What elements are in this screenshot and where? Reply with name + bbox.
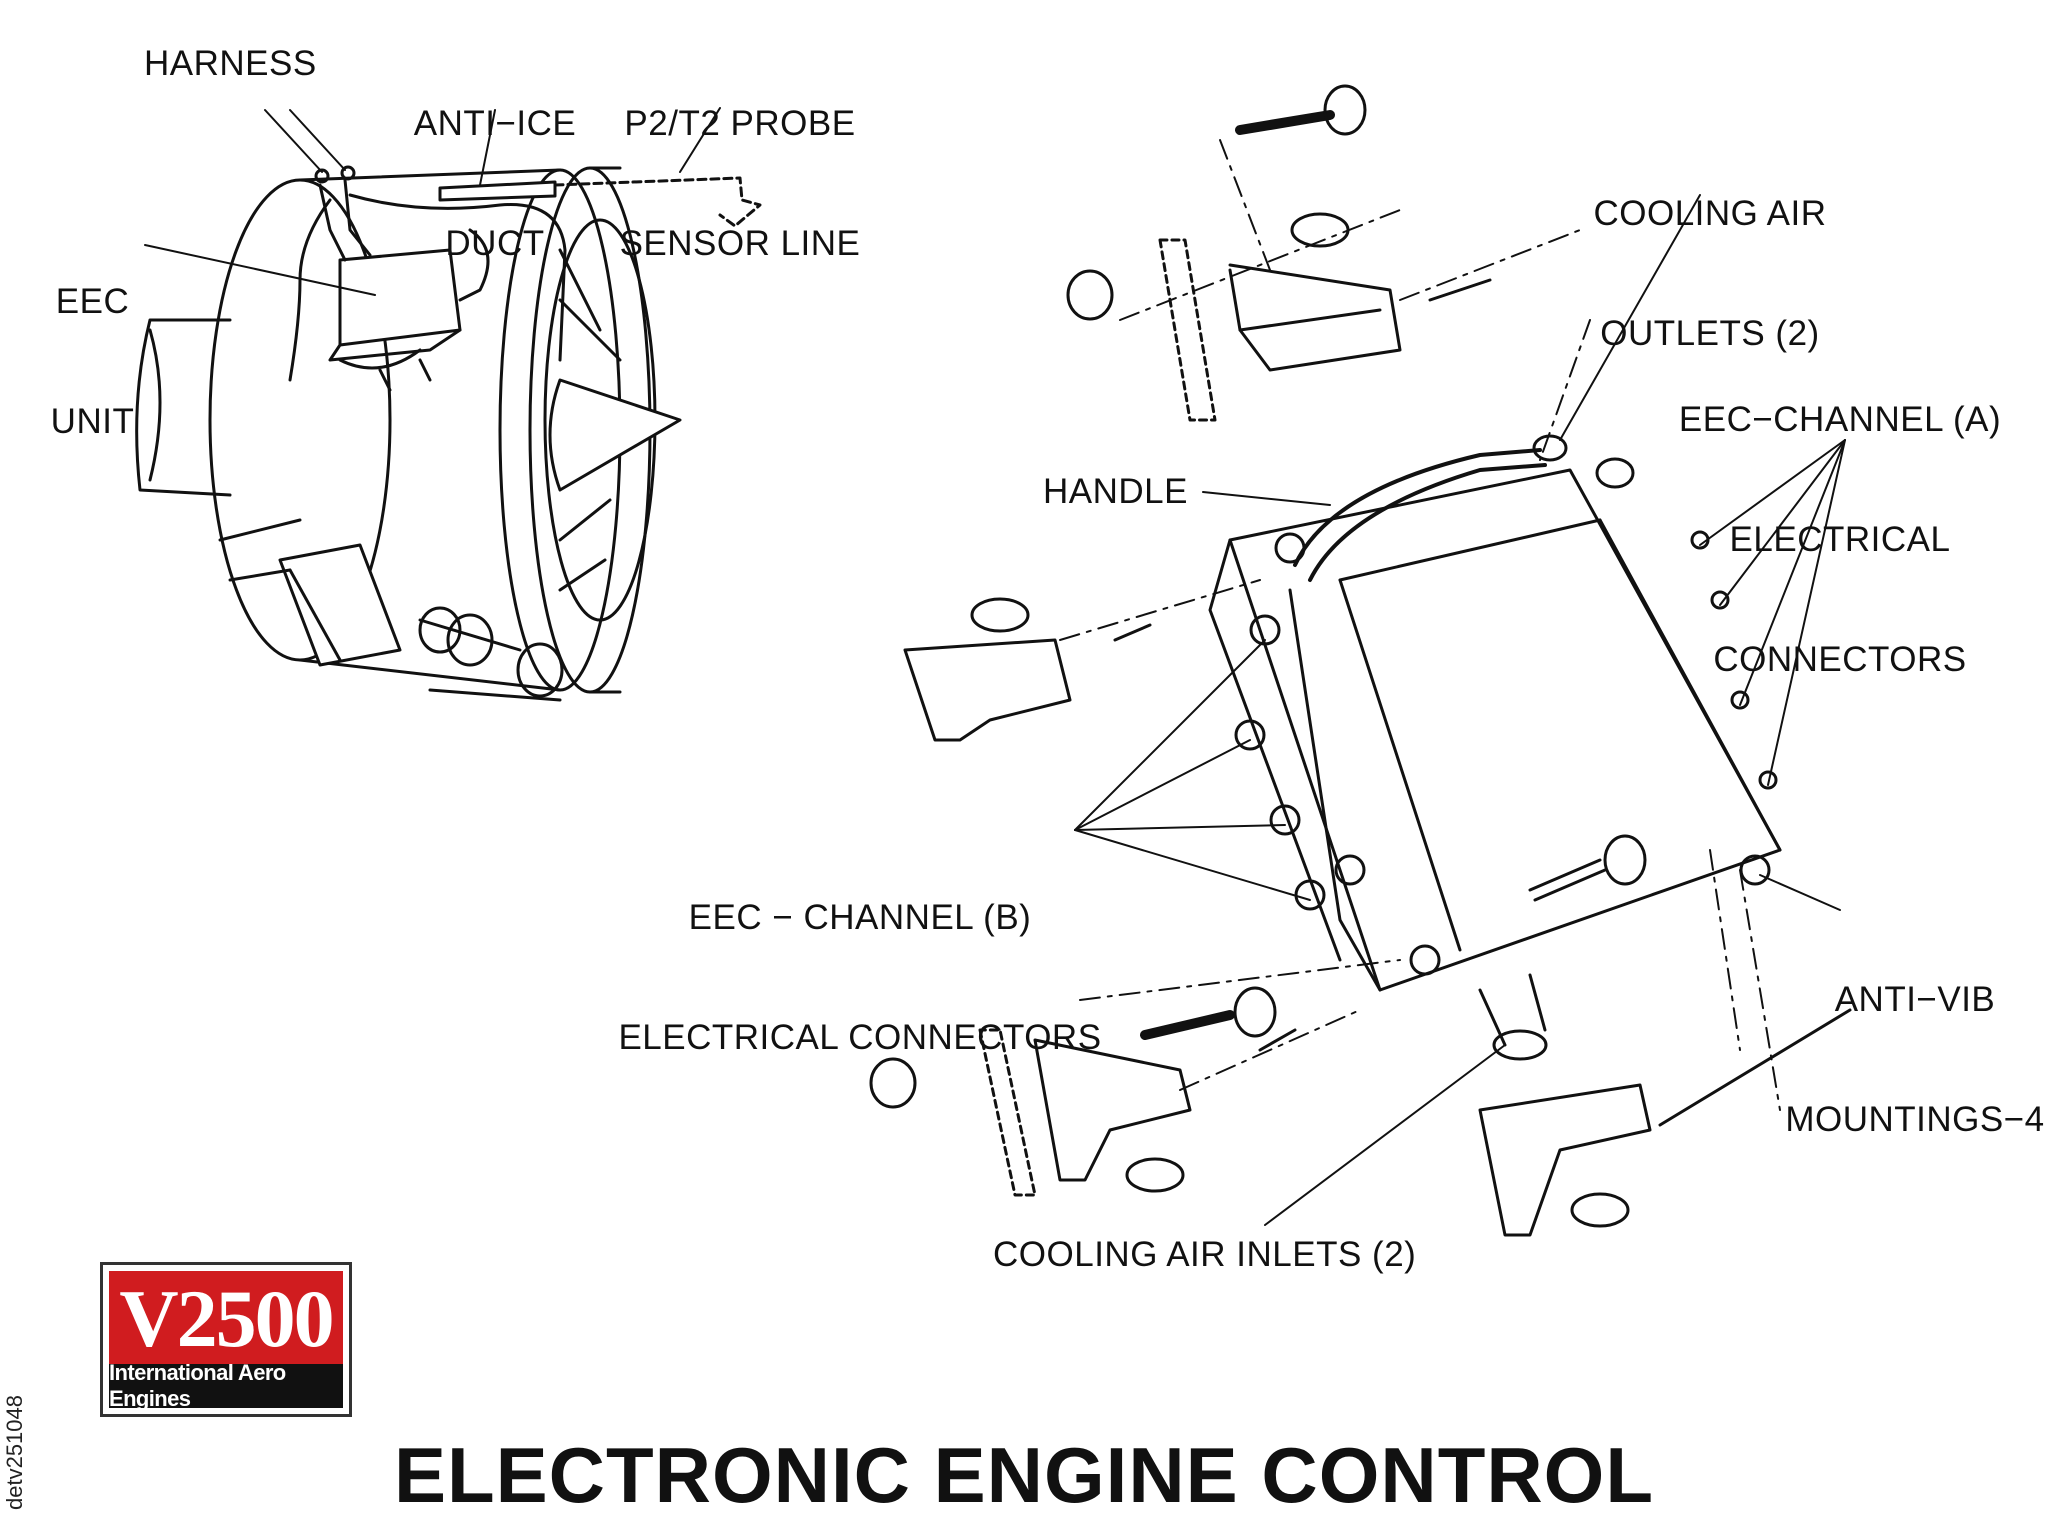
p2t2-probe-sensor-line-label: P2/T2 PROBE SENSOR LINE	[619, 104, 861, 263]
cooling-air-inlets-label: COOLING AIR INLETS (2)	[993, 1235, 1417, 1274]
leader-lines	[144, 107, 1846, 1226]
eec-unit-label: EEC UNIT	[50, 282, 135, 441]
eec-channel-a-label: EEC−CHANNEL (A) ELECTRICAL CONNECTORS	[1678, 400, 2002, 679]
anti-vib-mountings-label: ANTI−VIB MOUNTINGS−4	[1785, 980, 2045, 1139]
handle-label: HANDLE	[1043, 472, 1188, 511]
logo-subtitle: International Aero Engines	[109, 1360, 343, 1411]
anti-ice-duct-label: ANTI−ICE DUCT	[413, 104, 577, 263]
engine-nacelle-drawing	[135, 165, 762, 702]
v2500-logo: V2500 International Aero Engines	[100, 1262, 352, 1417]
logo-band: V2500	[109, 1271, 343, 1366]
page-title: ELECTRONIC ENGINE CONTROL	[393, 1431, 1654, 1519]
cooling-air-outlets-label: COOLING AIR OUTLETS (2)	[1593, 194, 1827, 353]
harness-label: HARNESS	[144, 44, 317, 83]
eec-channel-b-label: EEC − CHANNEL (B) ELECTRICAL CONNECTORS	[618, 898, 1102, 1057]
logo-mark: V2500	[119, 1272, 334, 1364]
eec-exploded-view	[869, 84, 1852, 1237]
